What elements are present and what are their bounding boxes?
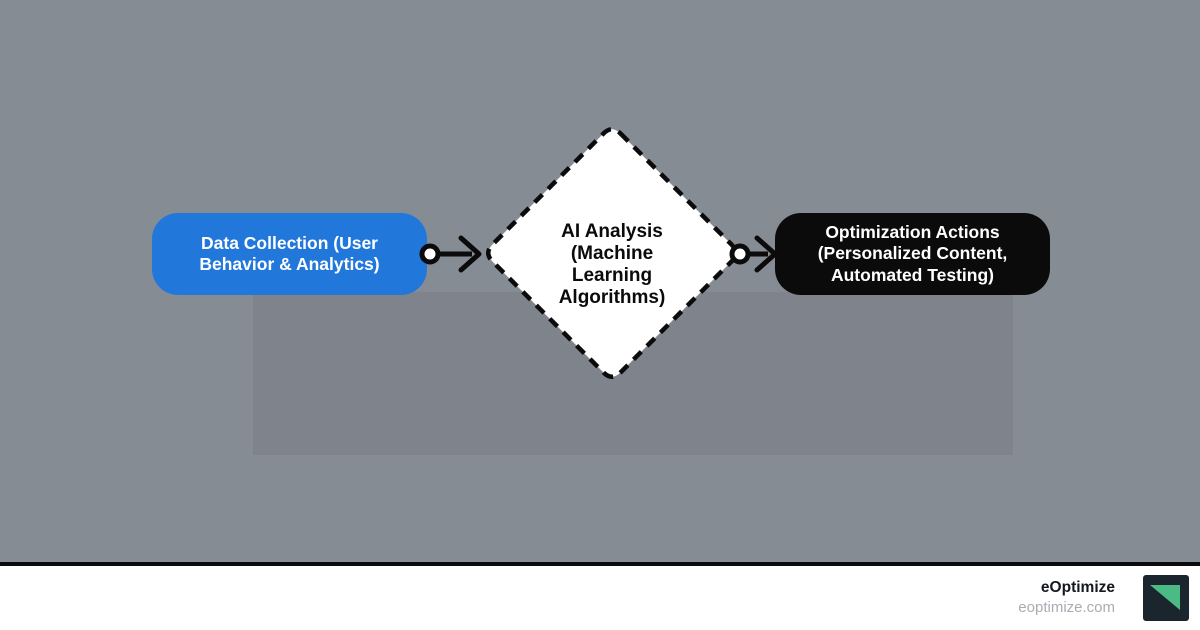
footer-text-block: eOptimize eoptimize.com (1018, 579, 1115, 617)
diagram-shadow (253, 292, 1013, 455)
footer-website: eoptimize.com (1018, 599, 1115, 616)
footer-brand-name: eOptimize (1040, 579, 1115, 596)
arrow-2-chevron-icon (754, 235, 778, 273)
footer: eOptimize eoptimize.com (0, 566, 1200, 630)
brand-logo (1143, 575, 1189, 621)
node-data-collection-label: Data Collection (User Behavior & Analyti… (199, 232, 380, 274)
arrow-1-chevron-icon (458, 235, 482, 273)
footer-divider (0, 562, 1200, 566)
node-optimization-actions-label: Optimization Actions (Personalized Conte… (817, 221, 1008, 285)
connector-arrow-2 (729, 235, 778, 273)
node-data-collection: Data Collection (User Behavior & Analyti… (152, 213, 427, 295)
connector-arrow-1 (419, 235, 482, 273)
arrow-2-dot-icon (729, 243, 751, 265)
node-optimization-actions: Optimization Actions (Personalized Conte… (775, 213, 1050, 295)
brand-logo-triangle-icon (1150, 585, 1180, 610)
node-ai-analysis-label: AI Analysis (Machine Learning Algorithms… (558, 221, 666, 308)
